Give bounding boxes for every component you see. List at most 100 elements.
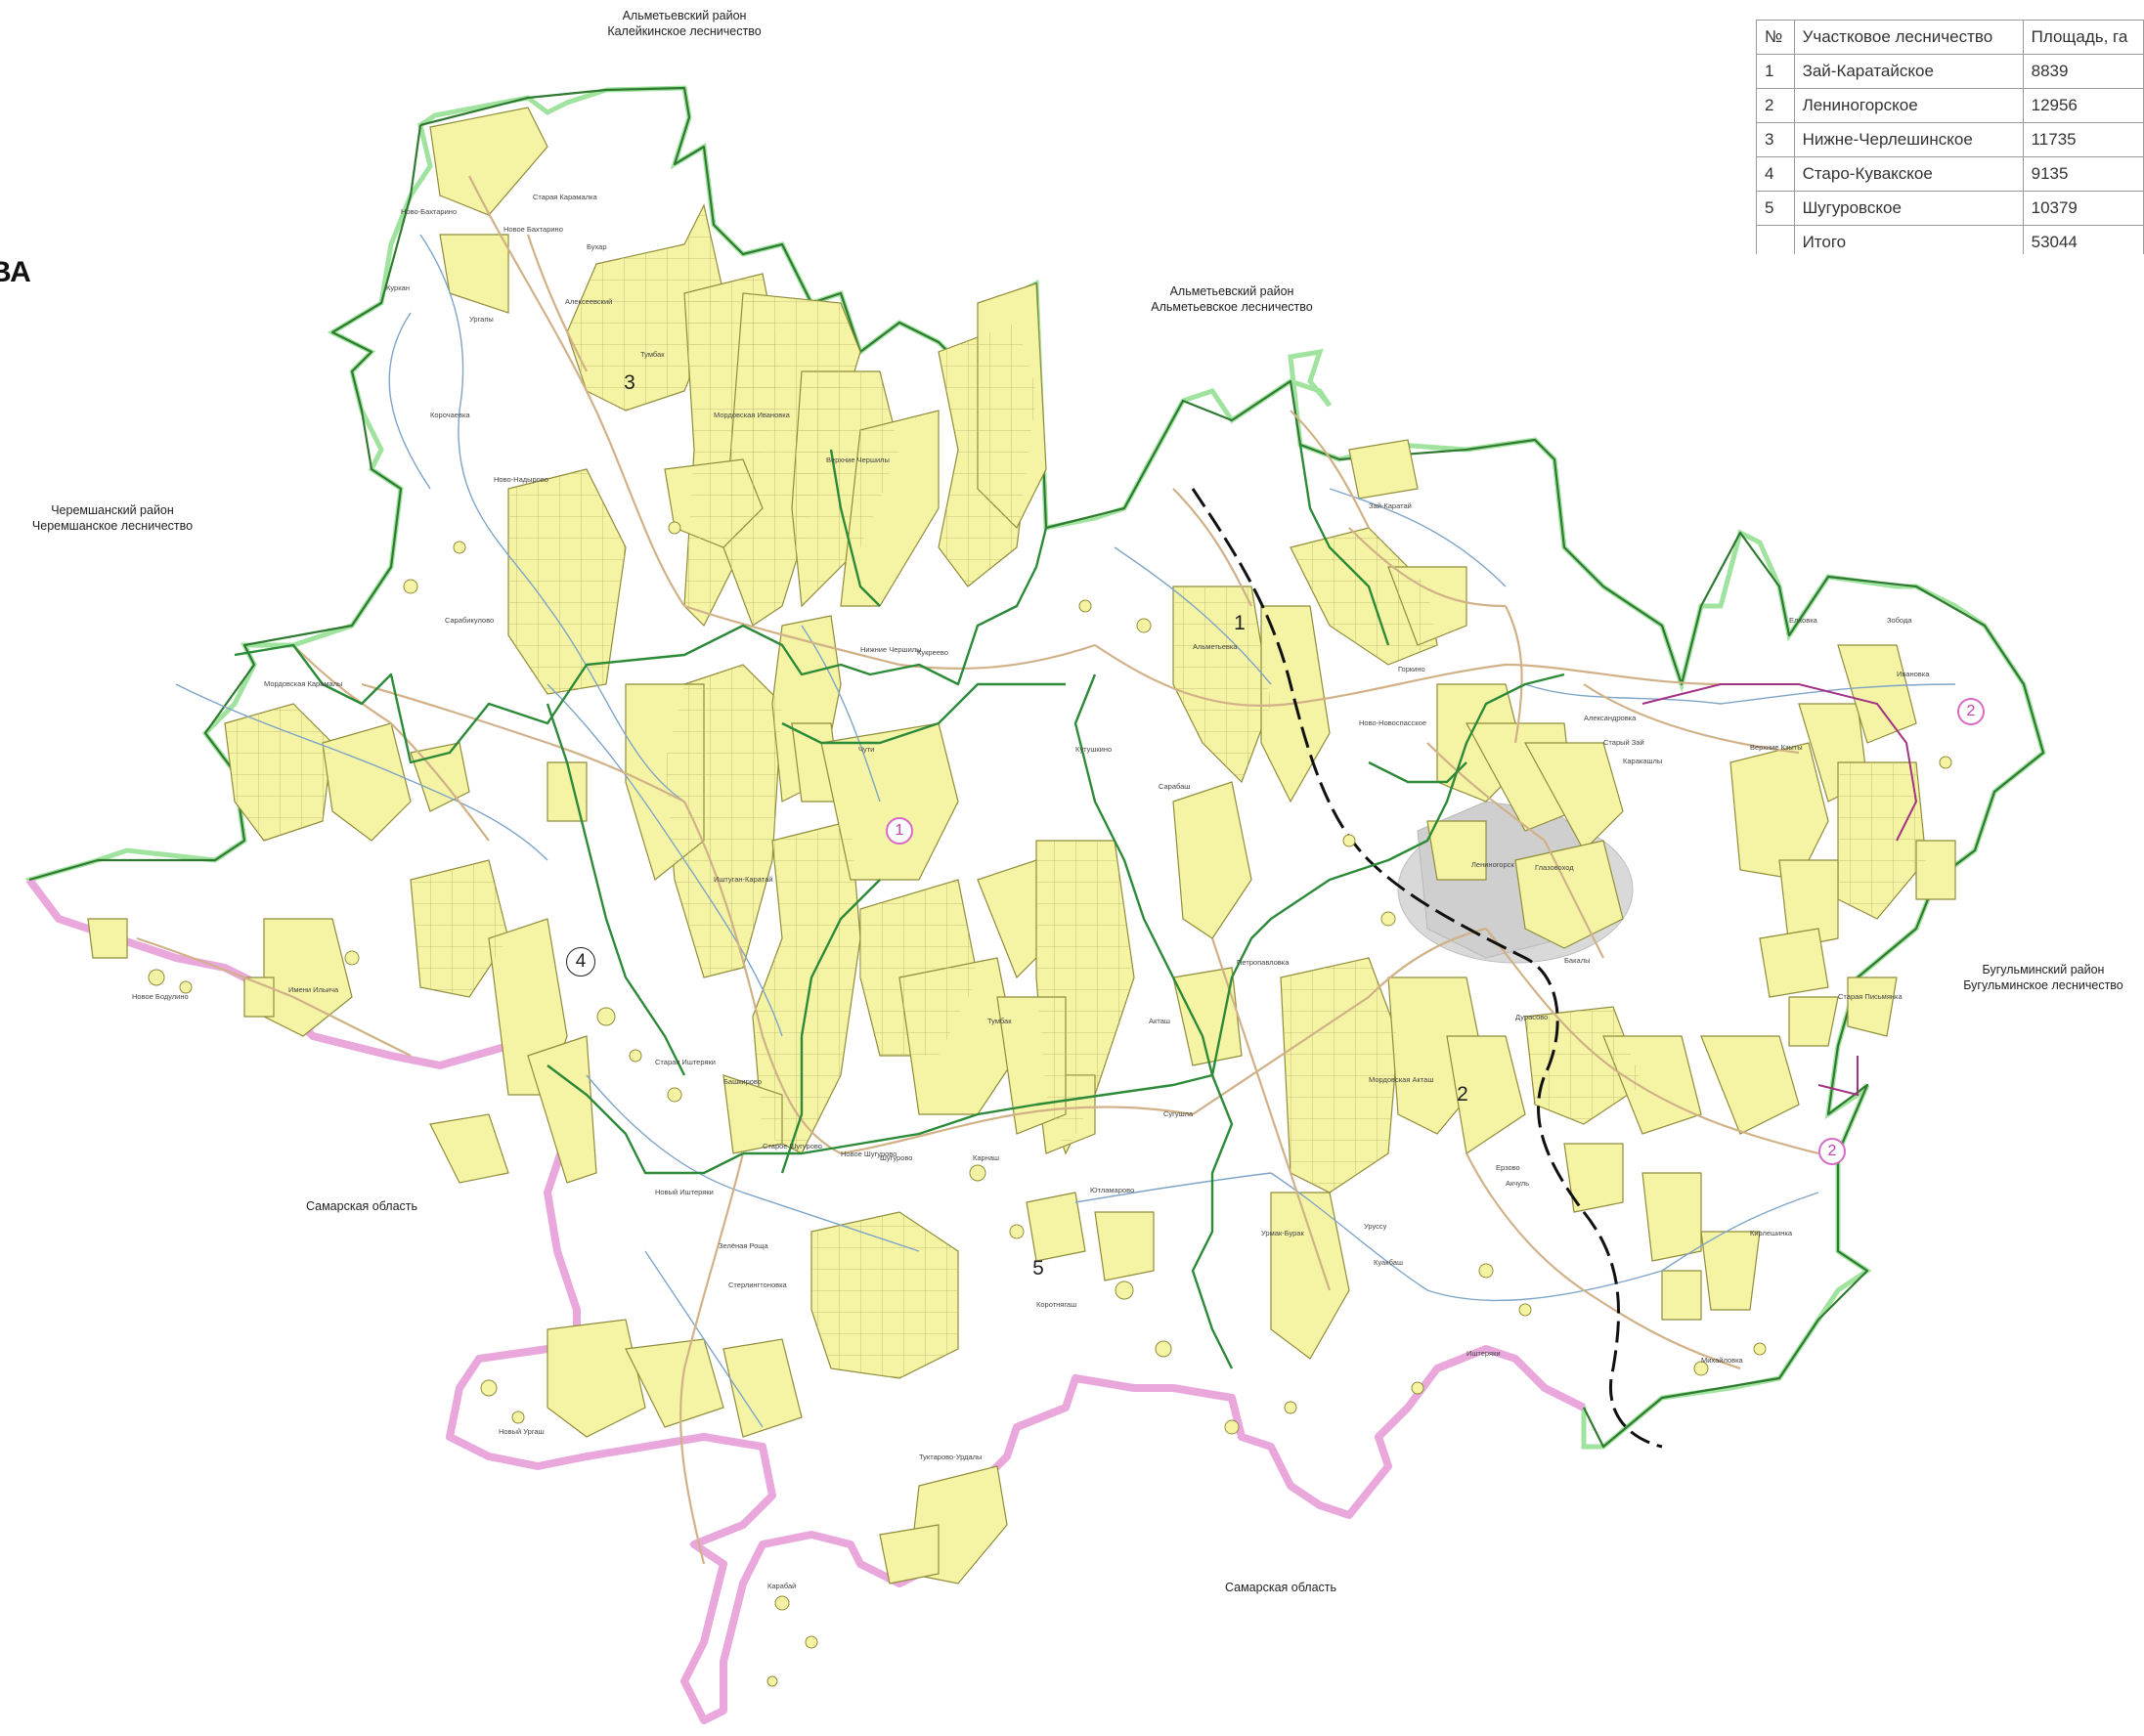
village-label: Горкино [1398,665,1425,673]
district-number-4: 4 [566,947,595,976]
table-row: 5 Шугуровское 10379 [1756,191,2144,226]
neighbor-label-southwest: Самарская область [305,1199,418,1213]
village-label: Мордовская Ивановка [714,411,790,419]
neighbor-label-south: Самарская область [1224,1581,1337,1594]
village-label: Карнаш [973,1153,1000,1162]
village-label: Ерзово [1496,1163,1520,1172]
village-label: Ургапы [469,315,494,324]
table-total-row: Итого 53044 [1756,225,2144,254]
village-label: Кирлешинка [1750,1229,1792,1237]
village-label: Старая Карамалка [533,193,597,201]
village-label: Дурасово [1515,1013,1549,1021]
forestry-area-table: № Участковое лесничество Площадь, га 1 З… [1756,20,2144,254]
village-label: Карабай [767,1582,797,1590]
table-row: 2 Лениногорское 12956 [1756,88,2144,123]
forest-patches [87,107,1956,1584]
neighbor-boundary [1641,683,1918,1097]
cropped-fragment-label: ВА [0,256,31,288]
col-header-area: Площадь, га [2022,20,2144,55]
village-label: Иштуган-Каратай [714,875,773,884]
district-number-3: 3 [624,371,635,394]
village-label: Чути [858,745,875,754]
village-label: Бакалы [1564,956,1591,965]
small-forest-patches [148,521,1952,1687]
village-label: Старое Шугурово [763,1142,822,1150]
village-label: Иштеряки [1466,1349,1501,1358]
village-label: Сарабикулово [445,616,495,625]
inner-boundaries [234,444,1565,1369]
village-label: Куакбаш [1374,1258,1403,1267]
village-label: Новый Ургаш [499,1427,545,1436]
village-label: Тумбак [987,1017,1012,1025]
village-label: Каракашлы [1623,757,1663,765]
village-label: Сугушла [1163,1109,1194,1118]
village-label: Старая Иштеряки [655,1058,716,1066]
village-label: Ново-Новоспасское [1359,718,1427,727]
village-label: Старый Зай [1603,738,1644,747]
village-label: Ново-Бахтарино [401,207,458,216]
village-label: Башкирово [723,1077,762,1086]
table-header-row: № Участковое лесничество Площадь, га [1756,20,2144,55]
district-number-1: 1 [1234,612,1246,634]
village-label: Верхние Кзыты [1750,743,1803,752]
village-label: Ивановка [1897,670,1930,678]
village-label: Бухар [587,242,607,251]
district-number-2: 2 [1457,1083,1468,1106]
village-label: Туктарово-Урдалы [919,1453,983,1461]
village-label: Зелёная Роща [719,1241,768,1250]
village-label: Куркан [386,283,410,292]
village-label: Глазовоход [1535,863,1574,872]
village-label: Коротнягаш [1036,1300,1077,1309]
village-label: Уруссу [1364,1222,1387,1231]
village-label: Мордовская Карамалы [264,679,343,688]
village-label: Акчуль [1506,1179,1530,1188]
village-label: Тумбак [640,350,665,359]
village-label: Альметьевка [1193,642,1238,651]
village-label: Кутушкино [1075,745,1113,754]
district-number-5: 5 [1032,1257,1044,1280]
railway [1191,488,1663,1449]
col-header-forestry: Участковое лесничество [1793,20,2024,55]
table-row: 4 Старо-Кувакское 9135 [1756,156,2144,192]
village-label: Старая Письмянка [1838,992,1903,1001]
village-label: Кукреево [917,648,948,657]
village-label: Петропавловка [1237,958,1290,967]
village-label: Зобода [1887,616,1912,625]
village-label: Урмак-Бурак [1261,1229,1304,1237]
village-label: Новое Шугурово [841,1150,897,1158]
village-label: Новое Бодулино [132,992,189,1001]
village-label: Михайловка [1701,1356,1743,1365]
village-label: Шугурово [880,1153,913,1162]
marker-circle-1: 1 [886,817,913,845]
village-label: Ново-Надырово [494,475,548,484]
village-label: Нижние Чершилы [860,645,922,654]
forest-compartments [225,205,1926,1378]
village-label: Стерлингтоновка [728,1280,787,1289]
village-label: Новый Иштеряки [655,1188,714,1196]
village-label: Корочаевка [430,411,470,419]
village-label: Мордовская Акташ [1369,1075,1434,1084]
village-label: Верхние Чершилы [826,456,890,464]
village-label: Новое Бахтарино [503,225,563,234]
village-label: Зай-Каратай [1369,501,1412,510]
village-label: Сарабаш [1159,782,1191,791]
table-row: 1 Зай-Каратайское 8839 [1756,54,2144,89]
village-label: Имени Ильича [288,985,339,994]
marker-circle-2-east: 2 [1957,698,1985,725]
rivers [175,234,1956,1428]
marker-circle-2-southeast: 2 [1818,1138,1846,1165]
table-row: 3 Нижне-Черлешинское 11735 [1756,122,2144,157]
village-label: Александровка [1584,714,1637,722]
col-header-number: № [1756,20,1795,55]
village-label: Лениногорск [1471,860,1514,869]
legend-table-clip: № Участковое лесничество Площадь, га 1 З… [0,0,2144,254]
village-label: Ютламарово [1090,1186,1135,1194]
village-label: Алексеевский [565,297,613,306]
village-label: Акташ [1149,1017,1170,1025]
village-label: Елховка [1789,616,1817,625]
